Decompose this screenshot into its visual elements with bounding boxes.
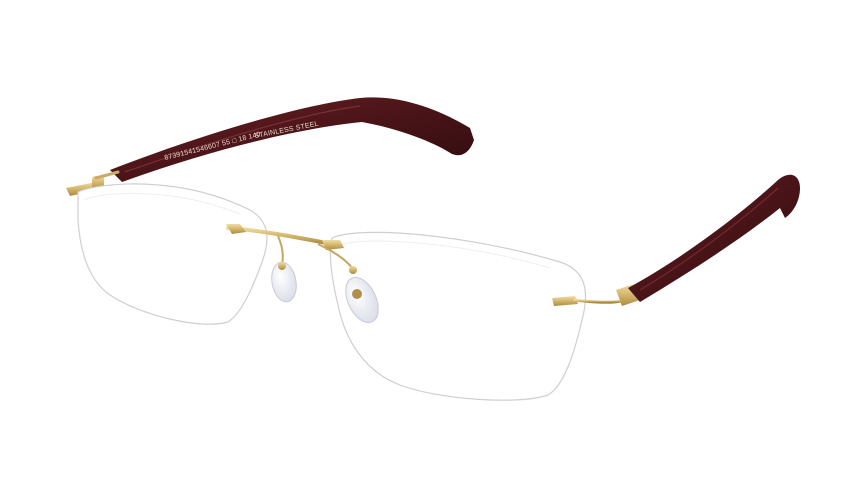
right-lens — [329, 231, 587, 401]
nose-pads — [271, 261, 379, 324]
bridge — [226, 224, 353, 269]
right-temple-arm — [628, 174, 800, 302]
left-hinge — [66, 170, 120, 196]
left-lens — [77, 183, 268, 325]
left-temple-arm: 87391541546607 55 □ 18 140 STAINLESS STE… — [110, 97, 474, 182]
